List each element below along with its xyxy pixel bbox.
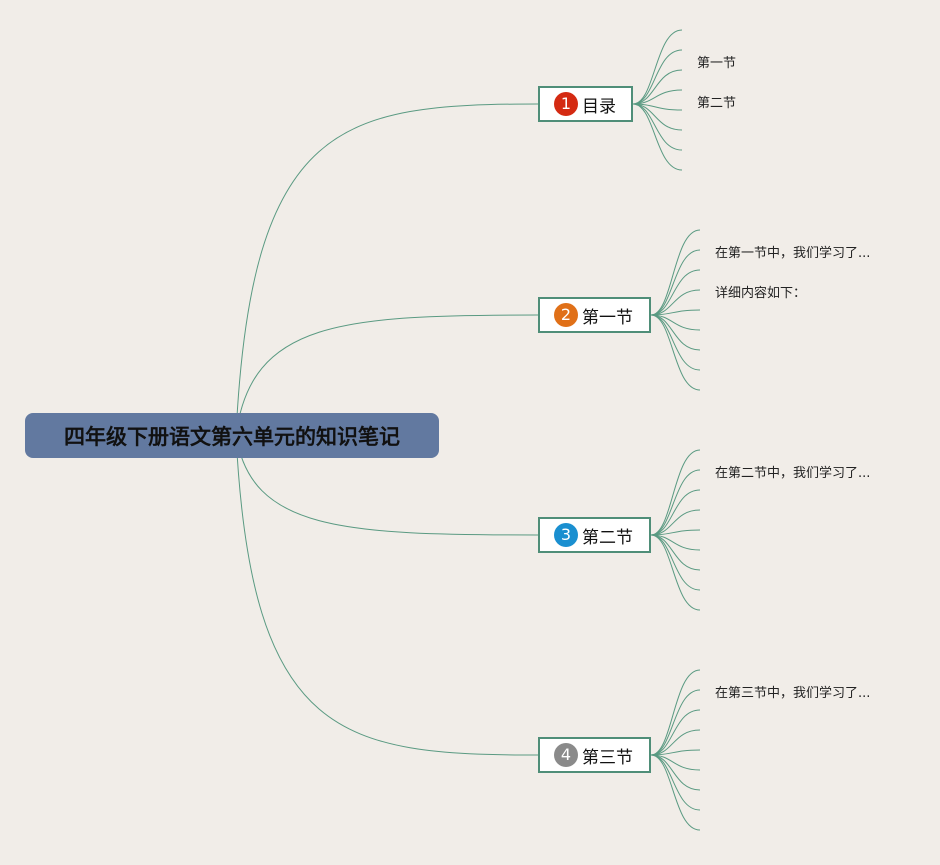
branch-connector [650,754,701,831]
branch-connector [650,314,701,351]
branch-connector [632,49,683,105]
branch-connector [650,229,701,316]
topic-section-2[interactable]: 3 第二节 [538,517,651,553]
topic-section-3[interactable]: 4 第三节 [538,737,651,773]
subtopic-item[interactable]: 在第三节中，我们学习了... [715,686,871,701]
branch-connector [650,709,701,756]
root-connector [235,434,539,756]
branch-connector [650,289,701,316]
root-topic-label: 四年级下册语文第六单元的知识笔记 [64,424,400,449]
branch-connector [650,489,701,536]
subtopic-item[interactable]: 详细内容如下： [715,286,807,301]
branch-connector [632,29,683,105]
topic-label: 第一节 [582,307,633,328]
topic-contents[interactable]: 1 目录 [538,86,633,122]
branch-connector [650,449,701,536]
branch-connector [650,509,701,536]
subtopic-item[interactable]: 在第二节中，我们学习了... [715,466,871,481]
branch-connector [650,314,701,391]
connector-lines [235,29,701,831]
branch-connector [650,534,701,611]
branch-connector [650,249,701,316]
branch-connector [650,269,701,316]
branch-connector [632,69,683,105]
root-connector [235,314,539,436]
topic-label: 目录 [582,96,616,117]
branch-connector [632,103,683,151]
branch-connector [650,754,701,791]
number-badge-2: 2 [554,303,578,327]
subtopic-item[interactable]: 第二节 [697,96,737,111]
branch-connector [650,534,701,571]
number-badge-3: 3 [554,523,578,547]
subtopic-item[interactable]: 在第一节中，我们学习了... [715,246,871,261]
root-connector [235,103,539,436]
branch-connector [650,729,701,756]
root-topic[interactable]: 四年级下册语文第六单元的知识笔记 [25,413,439,458]
root-connector [235,434,539,536]
number-badge-1: 1 [554,92,578,116]
branch-connector [650,469,701,536]
topic-section-1[interactable]: 2 第一节 [538,297,651,333]
subtopic-item[interactable]: 第一节 [697,56,737,71]
branch-connector [650,669,701,756]
number-badge-4: 4 [554,743,578,767]
branch-connector [632,89,683,105]
branch-connector [650,689,701,756]
branch-connector [632,103,683,171]
topic-label: 第三节 [582,747,633,768]
topic-label: 第二节 [582,527,633,548]
